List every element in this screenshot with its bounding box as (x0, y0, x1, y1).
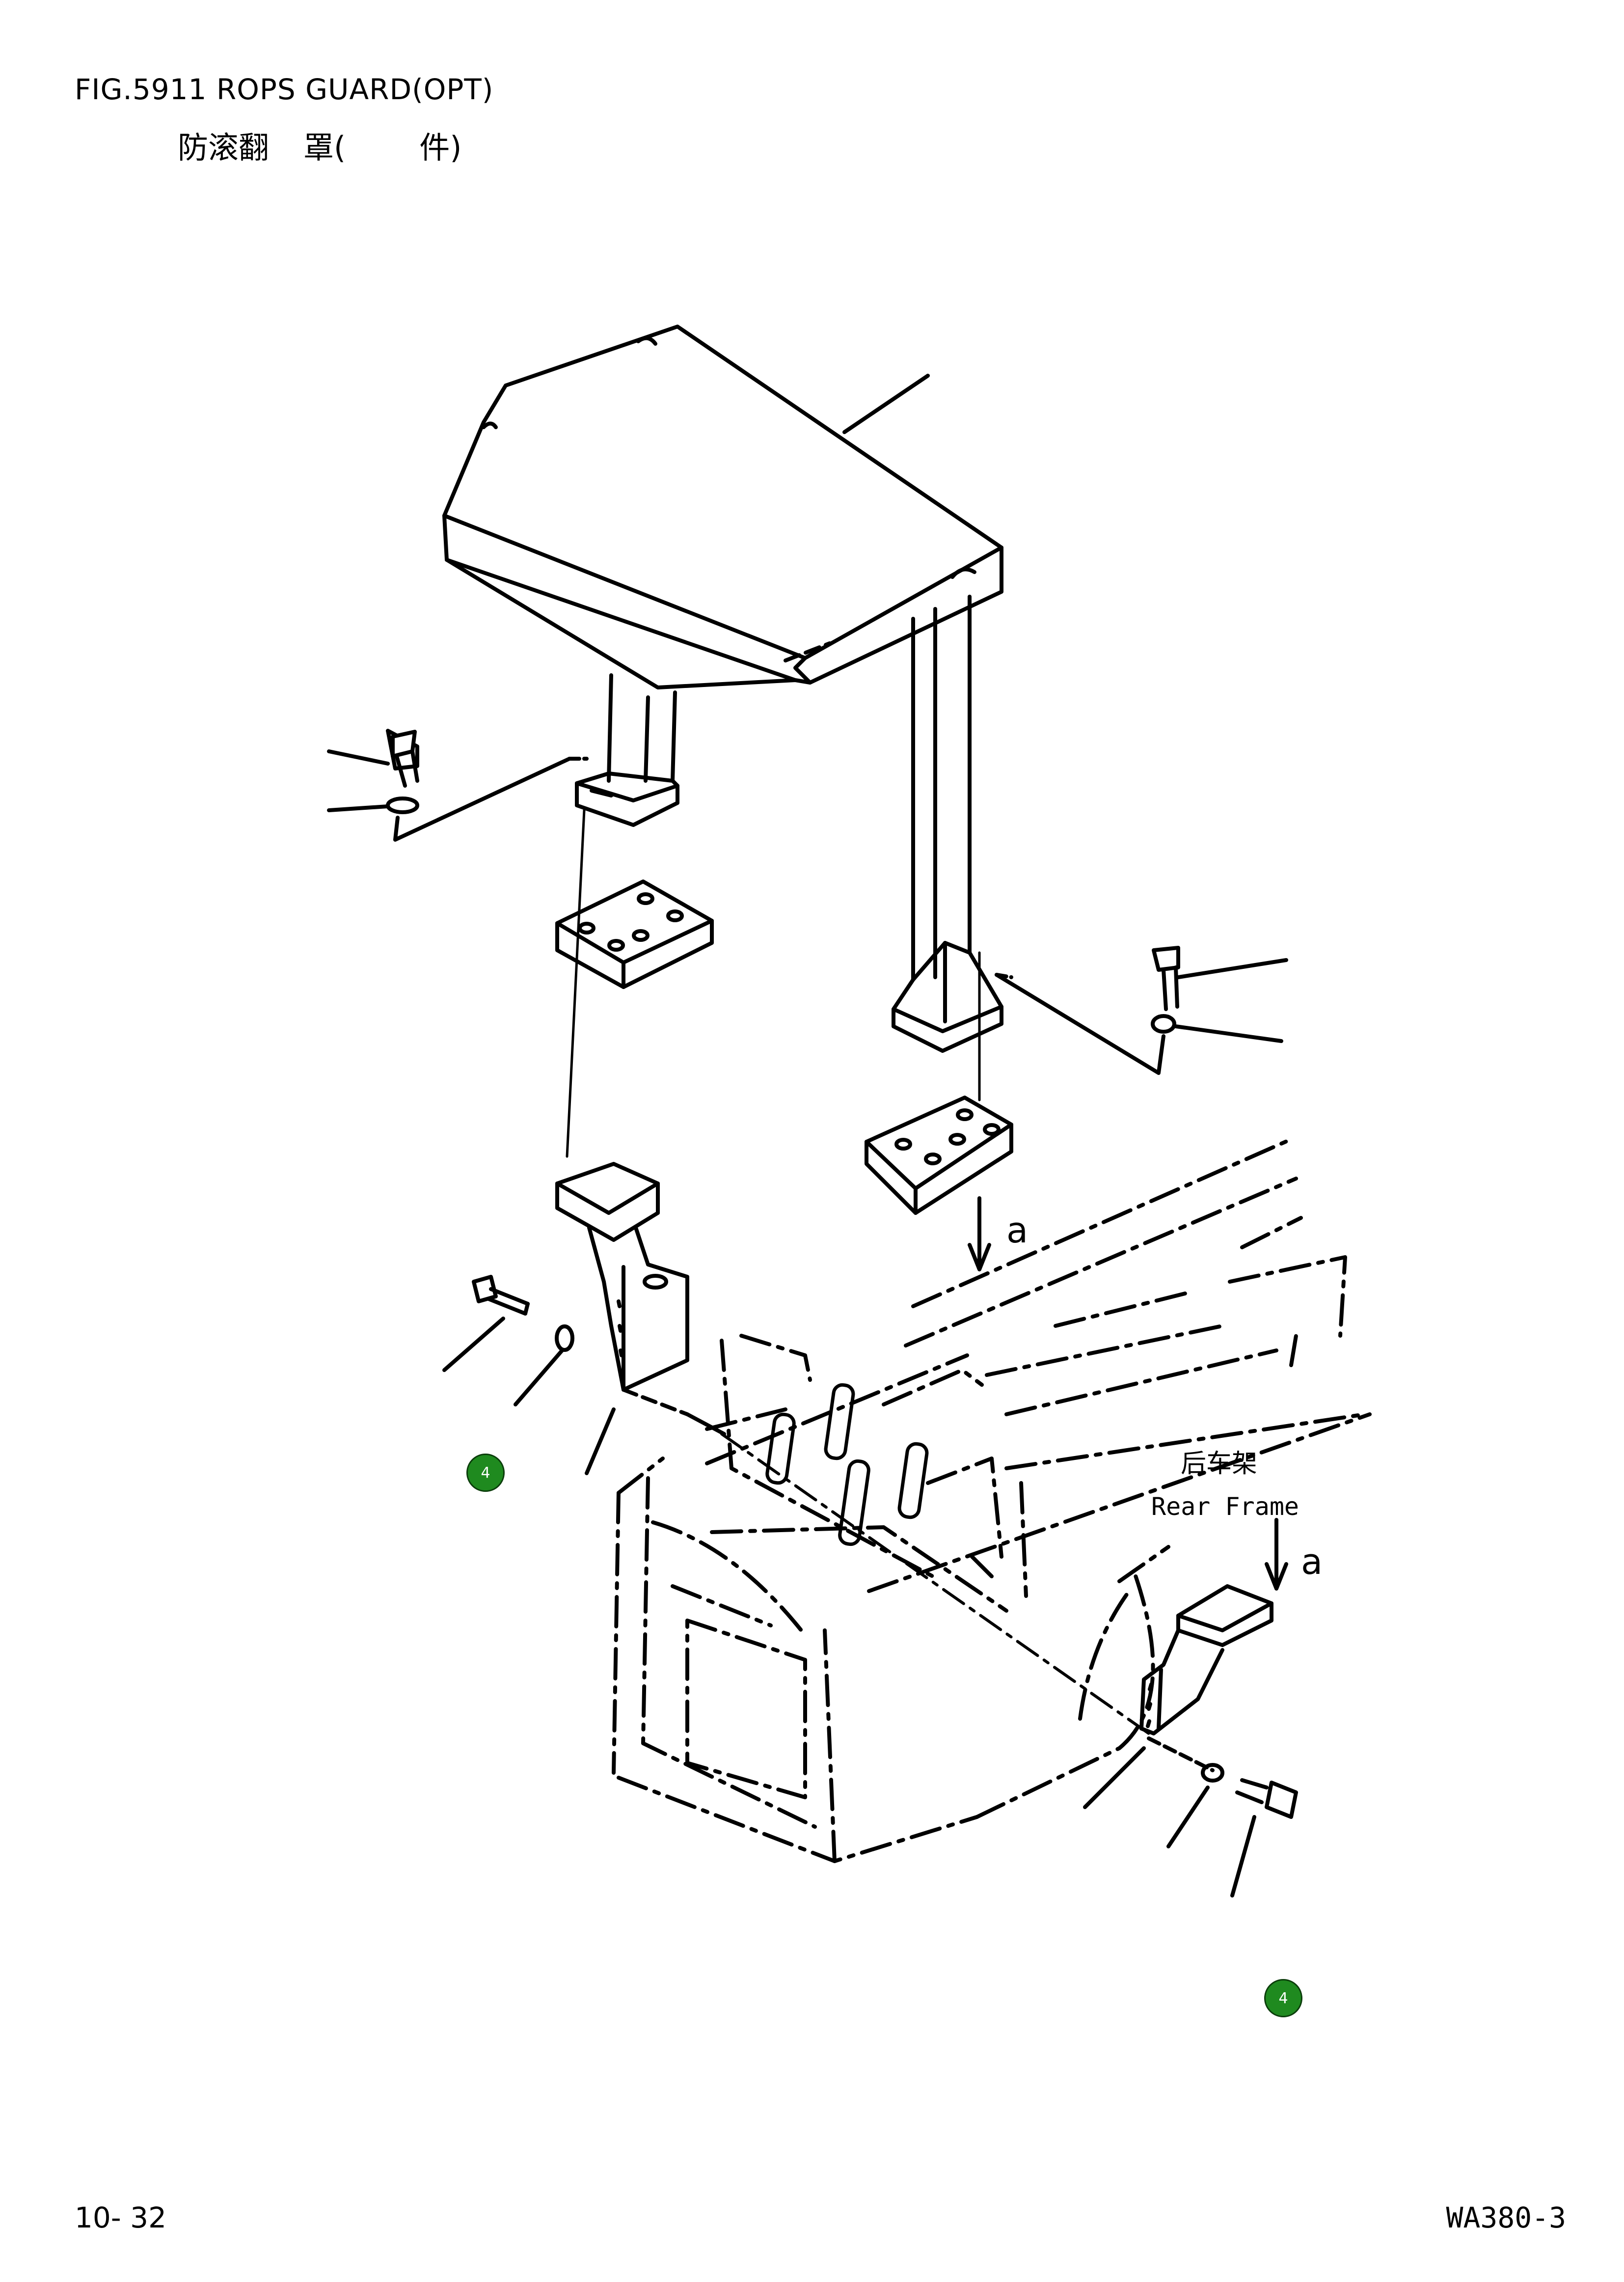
frame-slots (765, 1383, 929, 1546)
subtitle-mid: 罩( (303, 130, 346, 165)
figure-title: FIG.5911 ROPS GUARD(OPT) (75, 73, 494, 106)
right-mounting-bracket (1139, 1584, 1273, 1735)
rops-canopy (442, 325, 1003, 689)
arrow-a-right (1265, 1518, 1288, 1591)
shim-plate-right (865, 1096, 1013, 1215)
label-a-right: a (1301, 1541, 1323, 1582)
subtitle-right: 件) (419, 130, 462, 165)
arrow-a-top (968, 1196, 991, 1271)
rops-left-post (575, 673, 679, 827)
figure-subtitle: 防滚翻罩( 件) (178, 123, 461, 167)
shim-plate-left (555, 880, 714, 989)
rear-frame (612, 1137, 1372, 1863)
center-line (720, 1432, 1150, 1735)
label-rear-frame-en: Rear Frame (1151, 1492, 1299, 1521)
bolt-upper-right (995, 946, 1288, 1075)
subtitle-left: 防滚翻 (178, 130, 270, 165)
page-number: 10- 32 (75, 2201, 166, 2234)
left-mounting-bracket (555, 1162, 689, 1392)
rops-right-post (892, 595, 1003, 1053)
bolt-left (442, 1275, 726, 1475)
item-badge-left[interactable]: 4 (466, 1454, 505, 1492)
label-rear-frame-cn: 后车架 (1181, 1449, 1257, 1479)
model-number: WA380-3 (1446, 2201, 1566, 2234)
label-a-top: a (1006, 1210, 1028, 1251)
assembly-line-left (566, 809, 586, 1158)
bolt-right (1083, 1736, 1298, 1897)
bolt-upper-left (327, 729, 589, 842)
item-badge-right[interactable]: 4 (1264, 1979, 1302, 2017)
